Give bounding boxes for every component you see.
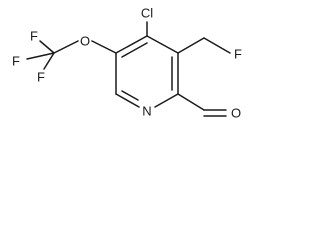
bond-c4-c3 bbox=[146, 35, 179, 54]
bond-o-cf3 bbox=[53, 40, 79, 54]
bond-c3-ch2 bbox=[177, 37, 205, 54]
bond-cf3-f-bottom bbox=[43, 52, 55, 70]
bond-c5-c4-inner bbox=[121, 42, 148, 58]
bond-ch2-f bbox=[203, 37, 231, 54]
bond-c2-cho bbox=[177, 93, 205, 111]
bond-c5-o bbox=[91, 40, 117, 54]
fluorine-atom-label-top: F bbox=[30, 29, 38, 44]
bond-c5-c4 bbox=[115, 35, 148, 54]
aldehyde-oxygen-atom-label: O bbox=[231, 106, 241, 121]
fluoromethyl-group bbox=[177, 37, 231, 54]
fluorine-atom-label-ch2f: F bbox=[234, 47, 242, 62]
ring-nitrogen-atom-label: N bbox=[142, 104, 151, 119]
trifluoromethoxy-group bbox=[26, 40, 117, 70]
chemical-structure: Cl O F F F F N O bbox=[12, 6, 242, 121]
ether-oxygen-atom-label: O bbox=[80, 34, 90, 49]
aldehyde-group bbox=[177, 93, 227, 117]
bond-n-c6 bbox=[115, 93, 140, 108]
bond-c2-n bbox=[154, 93, 179, 108]
fluorine-atom-label-bottom: F bbox=[37, 70, 45, 85]
fluorine-atom-label-left: F bbox=[12, 54, 20, 69]
chlorine-atom-label: Cl bbox=[141, 6, 153, 21]
bond-n-c6-inner bbox=[121, 90, 139, 101]
bond-cf3-f-top bbox=[39, 40, 55, 54]
pyridine-ring bbox=[115, 35, 179, 108]
bond-cf3-f-left bbox=[26, 52, 55, 60]
